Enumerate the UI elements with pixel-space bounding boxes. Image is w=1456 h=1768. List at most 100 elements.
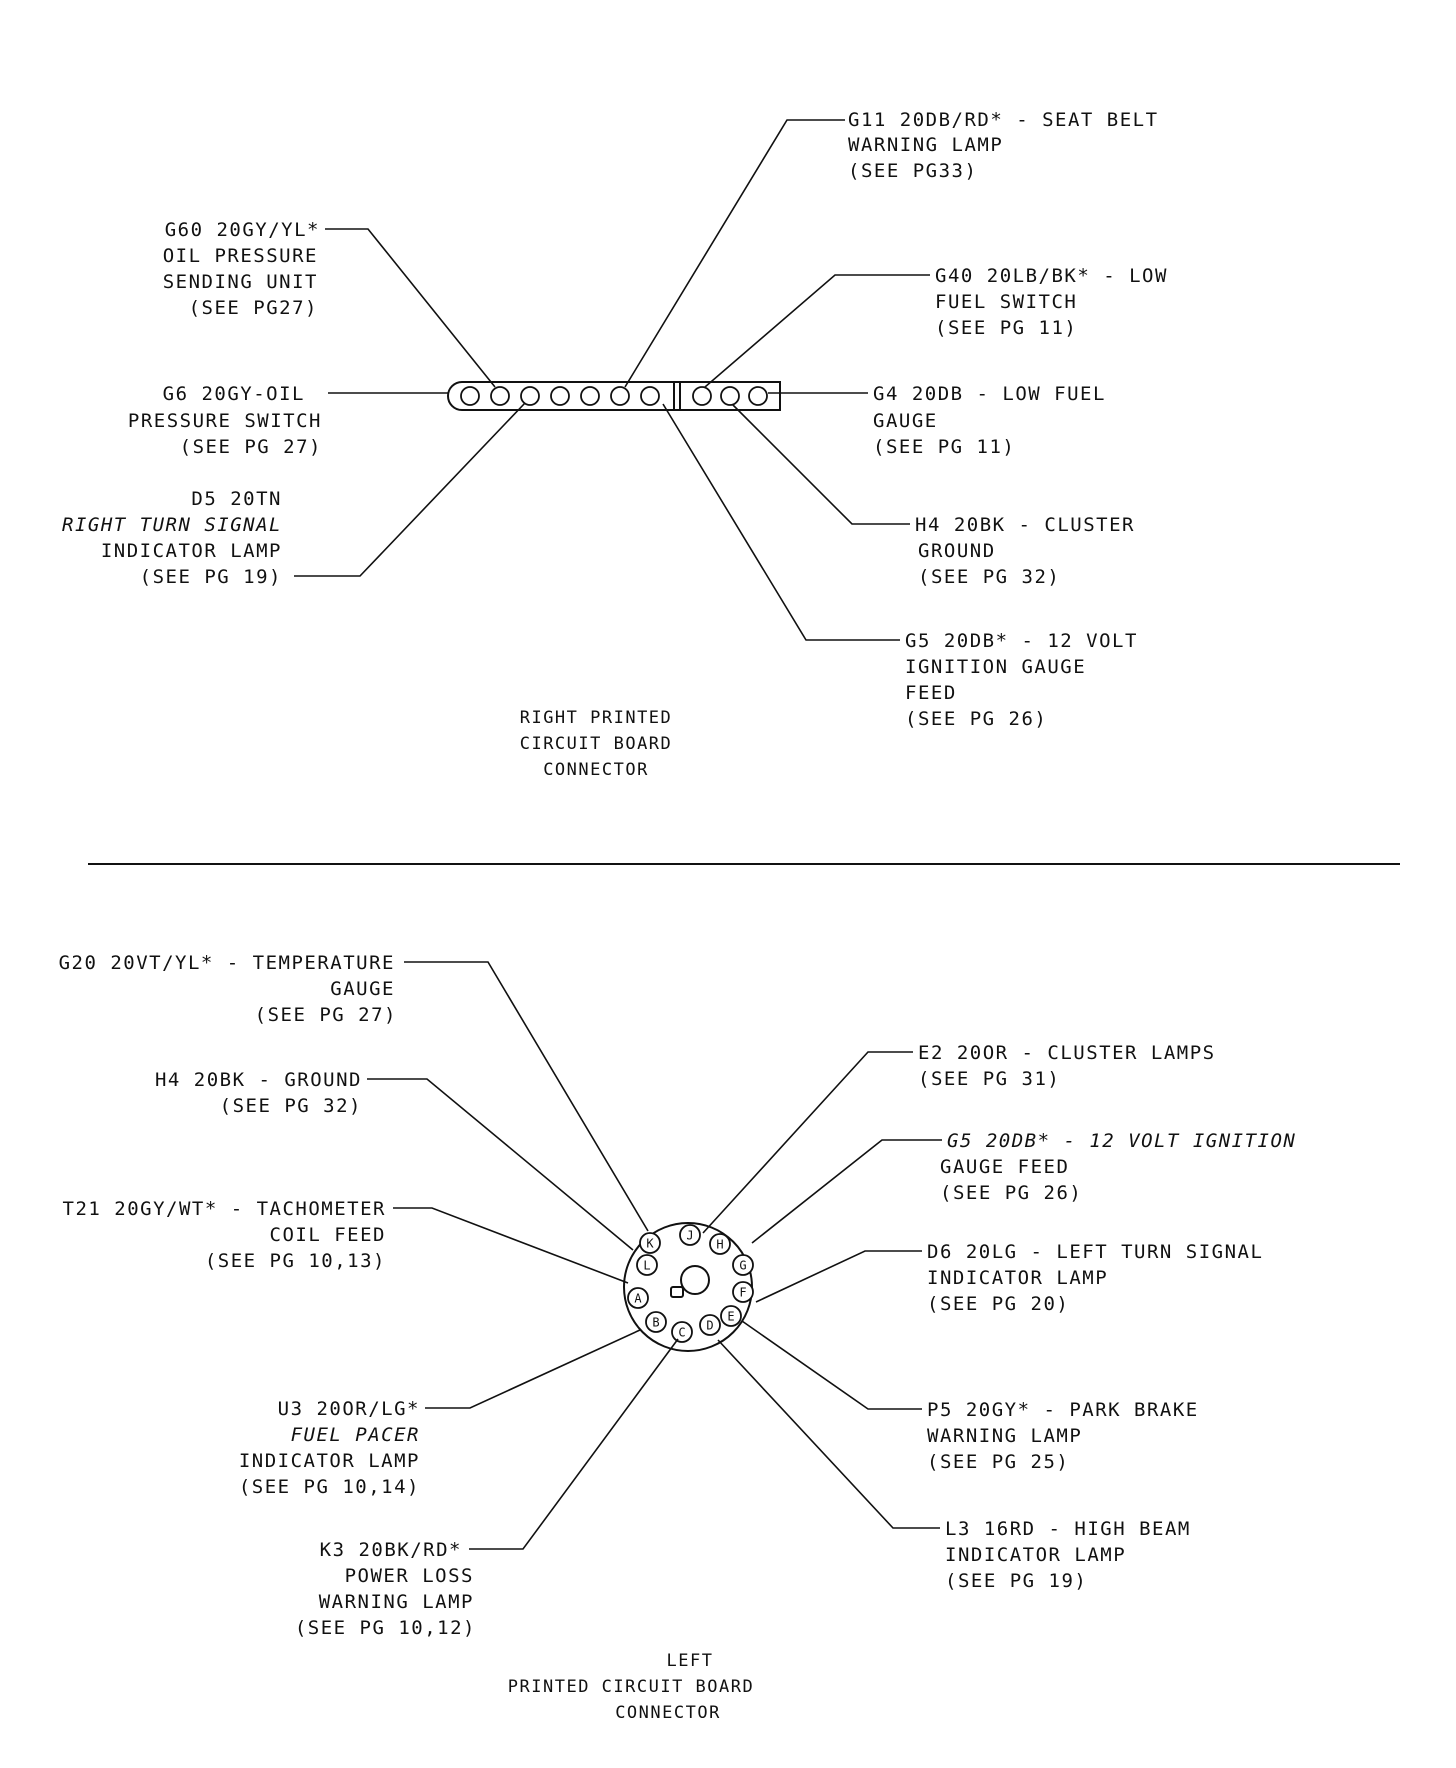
right-pin-4 — [550, 386, 570, 406]
label-h4-cluster-line3: (SEE PG 32) — [918, 566, 1060, 588]
label-h4-cluster-line2: GROUND — [918, 540, 996, 562]
label-k3: K3 20BK/RD* POWER LOSS WARNING LAMP (SEE… — [295, 1539, 476, 1639]
label-k3-line4: (SEE PG 10,12) — [295, 1617, 476, 1639]
wire-u3 — [425, 1329, 641, 1409]
wire-d5 — [294, 402, 526, 577]
left-pin-label-e: E — [727, 1310, 734, 1324]
label-k3-line3: WARNING LAMP — [319, 1591, 474, 1613]
label-g5-left: G5 20DB* - 12 VOLT IGNITION GAUGE FEED (… — [940, 1130, 1296, 1204]
left-pin-e — [720, 1305, 742, 1327]
label-g4: G4 20DB - LOW FUEL GAUGE (SEE PG 11) — [873, 383, 1104, 458]
label-u3-line3: INDICATOR LAMP — [239, 1450, 420, 1472]
label-g5-right-line1: G5 20DB* - 12 VOLT — [905, 630, 1138, 652]
left-pin-a — [627, 1287, 649, 1309]
wire-g40 — [704, 274, 930, 388]
label-g11-line1: G11 20DB/RD* - SEAT BELT — [848, 109, 1159, 131]
wire-g20 — [404, 961, 649, 1232]
left-pin-label-j: J — [686, 1229, 693, 1243]
left-pin-c — [671, 1321, 693, 1343]
label-k3-line2: POWER LOSS — [345, 1565, 474, 1587]
wire-t21 — [393, 1207, 629, 1284]
label-l3: L3 16RD - HIGH BEAM INDICATOR LAMP (SEE … — [945, 1518, 1191, 1592]
label-t21-line1: T21 20GY/WT* - TACHOMETER — [63, 1198, 386, 1220]
label-g60-line2: OIL PRESSURE — [163, 245, 318, 267]
left-caption-line2: PRINTED CIRCUIT BOARD — [508, 1677, 754, 1697]
left-pin-l — [636, 1254, 658, 1276]
label-g11-line2: WARNING LAMP — [848, 134, 1003, 156]
label-e2-line2: (SEE PG 31) — [918, 1068, 1060, 1090]
left-pin-label-g: G — [739, 1259, 746, 1273]
left-caption-line3: CONNECTOR — [615, 1703, 721, 1723]
label-g6: G6 20GY-OIL PRESSURE SWITCH (SEE PG 27) — [128, 383, 322, 458]
label-g60-line3: SENDING UNIT — [163, 271, 318, 293]
left-caption-line1: LEFT — [667, 1651, 714, 1671]
label-g11: G11 20DB/RD* - SEAT BELT WARNING LAMP (S… — [848, 109, 1159, 182]
label-t21-line3: (SEE PG 10,13) — [205, 1250, 386, 1272]
label-d5: D5 20TN RIGHT TURN SIGNAL INDICATOR LAMP… — [62, 488, 282, 588]
right-connector-section: G11 20DB/RD* - SEAT BELT WARNING LAMP (S… — [62, 109, 1168, 780]
wire-l3 — [717, 1339, 940, 1529]
wire-k3 — [469, 1338, 679, 1550]
right-pin-6 — [610, 386, 630, 406]
label-l3-line1: L3 16RD - HIGH BEAM — [945, 1518, 1191, 1540]
wire-g5 — [662, 403, 900, 641]
label-u3-line1: U3 20OR/LG* — [278, 1398, 420, 1420]
label-d5-line3: INDICATOR LAMP — [101, 540, 282, 562]
label-u3: U3 20OR/LG* FUEL PACER INDICATOR LAMP (S… — [239, 1398, 420, 1498]
label-u3-line2: FUEL PACER — [291, 1424, 420, 1446]
label-g40-line1: G40 20LB/BK* - LOW — [935, 265, 1168, 287]
label-p5-line2: WARNING LAMP — [927, 1425, 1082, 1447]
label-u3-line4: (SEE PG 10,14) — [239, 1476, 420, 1498]
label-l3-line3: (SEE PG 19) — [945, 1570, 1087, 1592]
label-g20-line2: GAUGE — [330, 978, 395, 1000]
right-connector-body — [447, 381, 781, 411]
right-pin-8 — [692, 386, 712, 406]
left-pin-d — [699, 1314, 721, 1336]
right-caption-line3: CONNECTOR — [543, 760, 649, 780]
right-pin-2 — [490, 386, 510, 406]
wire-g11 — [624, 119, 845, 388]
label-g60-line4: (SEE PG27) — [189, 297, 318, 319]
label-g4-line3: (SEE PG 11) — [873, 436, 1015, 458]
label-g11-line3: (SEE PG33) — [848, 160, 977, 182]
label-g5-left-line1: G5 20DB* - 12 VOLT IGNITION — [947, 1130, 1296, 1152]
label-g60: G60 20GY/YL* OIL PRESSURE SENDING UNIT (… — [163, 219, 319, 319]
label-g5-left-line3: (SEE PG 26) — [940, 1182, 1082, 1204]
label-p5-line3: (SEE PG 25) — [927, 1451, 1069, 1473]
label-h4-ground-line2: (SEE PG 32) — [220, 1095, 362, 1117]
label-h4-cluster: H4 20BK - CLUSTER GROUND (SEE PG 32) — [915, 514, 1133, 588]
label-d5-line4: (SEE PG 19) — [140, 566, 282, 588]
label-d6-line1: D6 20LG - LEFT TURN SIGNAL — [927, 1241, 1263, 1263]
left-pin-label-l: L — [643, 1259, 650, 1273]
label-g5-right-line3: FEED — [905, 682, 957, 704]
label-g6-line2: PRESSURE SWITCH — [128, 410, 322, 432]
right-pin-7 — [640, 386, 660, 406]
right-pin-1 — [460, 386, 480, 406]
right-pin-3 — [520, 386, 540, 406]
label-g40: G40 20LB/BK* - LOW FUEL SWITCH (SEE PG 1… — [935, 265, 1168, 339]
left-pin-h — [709, 1233, 731, 1255]
left-pin-j — [679, 1224, 701, 1246]
left-pin-g — [732, 1254, 754, 1276]
left-pin-label-k: K — [646, 1237, 654, 1251]
left-connector-wires — [367, 961, 942, 1550]
left-connector-key — [670, 1286, 684, 1298]
wire-h4-ground — [367, 1078, 634, 1251]
left-pin-label-h: H — [716, 1238, 723, 1252]
label-g5-right-line2: IGNITION GAUGE — [905, 656, 1086, 678]
left-pin-label-a: A — [634, 1292, 642, 1306]
label-t21: T21 20GY/WT* - TACHOMETER COIL FEED (SEE… — [63, 1198, 386, 1272]
left-pin-b — [645, 1311, 667, 1333]
label-g5-right-line4: (SEE PG 26) — [905, 708, 1047, 730]
label-h4-ground: H4 20BK - GROUND (SEE PG 32) — [155, 1069, 362, 1117]
right-pin-10 — [748, 386, 768, 406]
left-connector-center-post — [680, 1265, 710, 1295]
label-e2-line1: E2 20OR - CLUSTER LAMPS — [918, 1042, 1216, 1064]
label-g20: G20 20VT/YL* - TEMPERATURE GAUGE (SEE PG… — [59, 952, 396, 1026]
label-p5-line1: P5 20GY* - PARK BRAKE — [927, 1399, 1199, 1421]
label-h4-ground-line1: H4 20BK - GROUND — [155, 1069, 362, 1091]
wire-d6 — [755, 1250, 922, 1303]
right-caption-line2: CIRCUIT BOARD — [520, 734, 673, 754]
